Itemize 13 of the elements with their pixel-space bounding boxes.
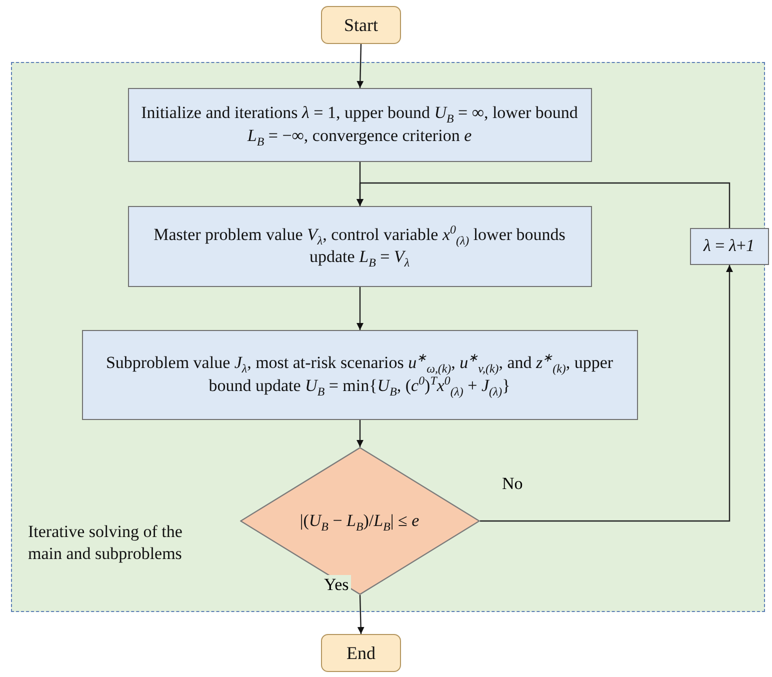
process-box: Initialize and iterations λ = 1, upper bound U$_{B}$ = ∞, lower bound L$_{B}$ = −∞, convergence criterion e — [128, 88, 592, 162]
process-box: Subproblem value J$_{λ}$, most at-risk scenarios u$^{∗}$$_{ω,(k)}$, u$^{∗}$$_{v,(k)}$, and z$^{∗}$$_{(k)}$, upper bound update U$_{B}$ = min{U$_{B}$, (c$^{0}$)$^{T}$x$^{0}$$_{(λ)}$ + J$_{(λ)}$} — [82, 330, 638, 420]
group-label: Iterative solving of the main and subproblems — [28, 520, 184, 565]
terminal-box: End — [321, 634, 401, 672]
arrow — [356, 182, 730, 228]
arrow — [480, 265, 733, 522]
arrow — [357, 594, 364, 634]
process-box: λ = λ+1 — [690, 228, 768, 264]
arrow — [356, 44, 364, 88]
terminal-box: Start — [321, 6, 401, 44]
process-box: Master problem value V$_{λ}$, control variable x$^{0}$$_{(λ)}$ lower bounds update L$_{B}$ = V$_{λ}$ — [128, 206, 592, 286]
arrow — [356, 420, 364, 447]
arrow — [356, 287, 364, 330]
